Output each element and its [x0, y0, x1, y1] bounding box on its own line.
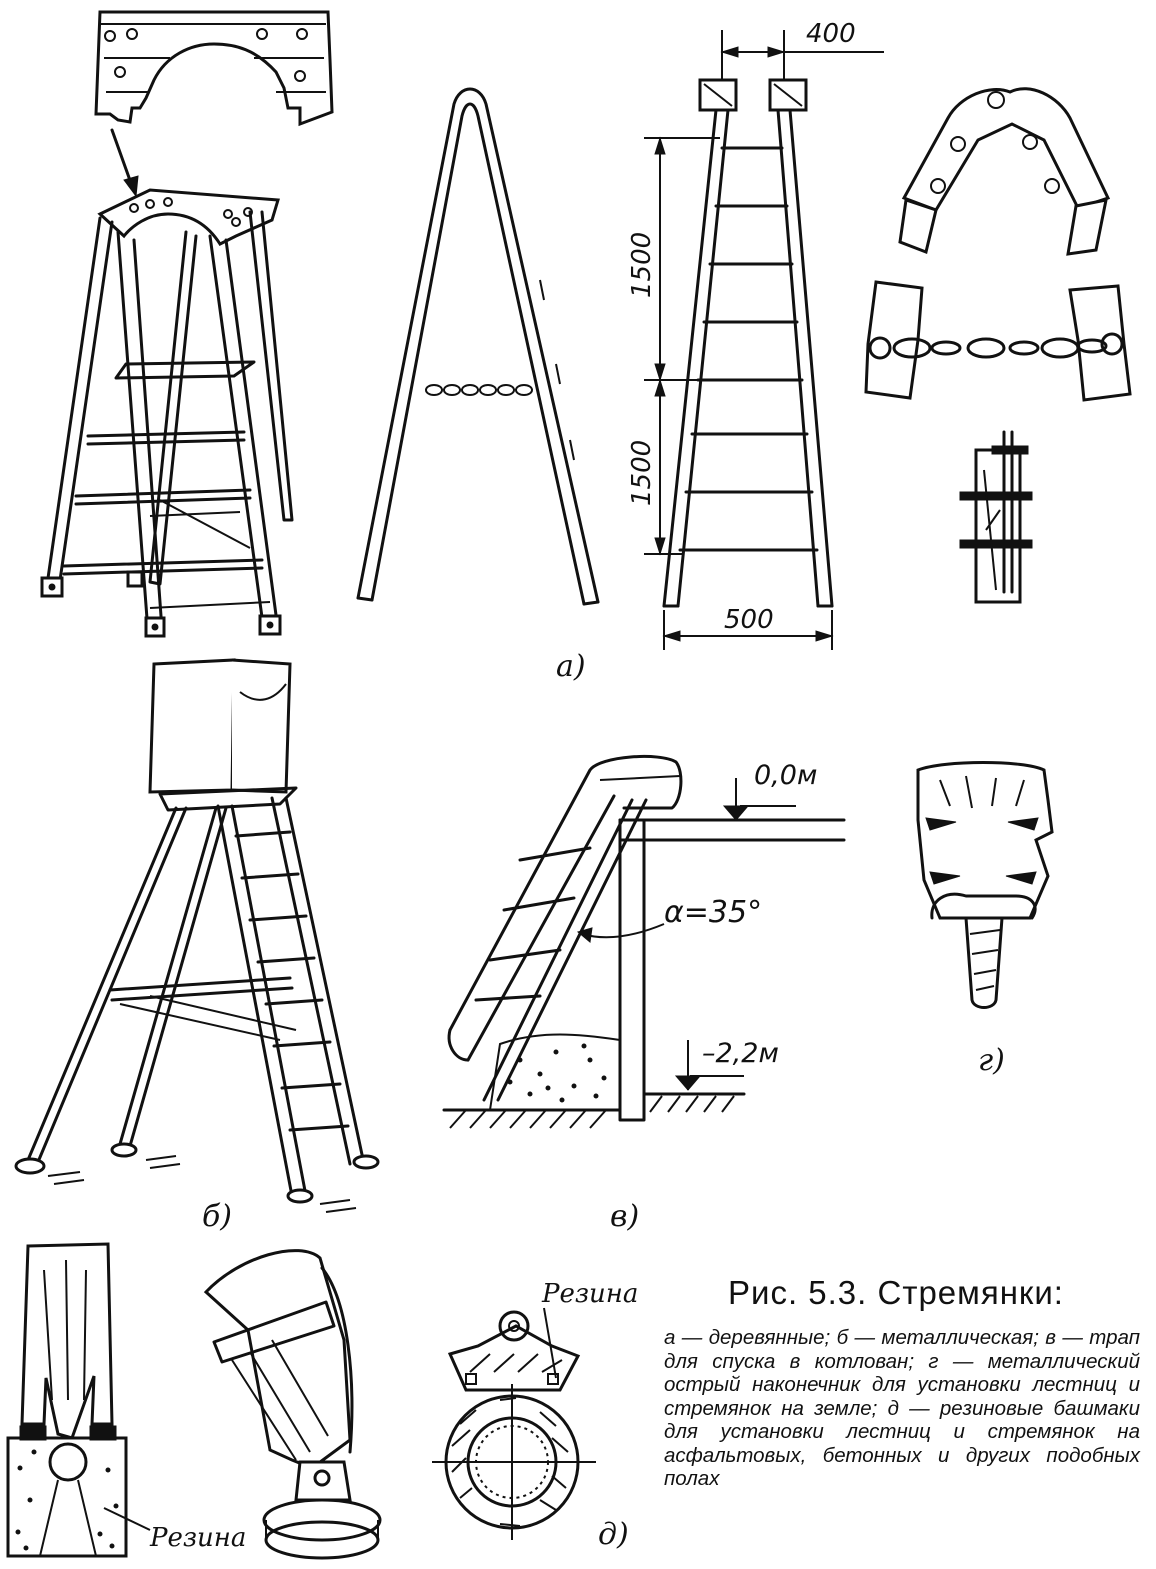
figure-description: а — деревянные; б — металлическая; в — т…	[664, 1326, 1140, 1490]
ladder-front-view	[644, 30, 884, 650]
panel-label-a: а)	[556, 649, 586, 684]
rubber-shoes	[6, 1242, 596, 1560]
dimension-bottom-width: 500	[724, 605, 774, 635]
rubber-label-right: Резина	[541, 1279, 638, 1309]
wooden-stepladder-perspective	[40, 10, 334, 638]
panel-label-d: д)	[598, 1517, 629, 1552]
dimension-section-upper: 1500	[627, 232, 657, 298]
a-frame-side-view	[356, 87, 600, 606]
metal-stepladder	[14, 658, 380, 1213]
level-bottom: –2,2м	[702, 1038, 779, 1069]
hinge-and-chain-details	[864, 87, 1132, 604]
pit-ramp	[442, 754, 846, 1129]
dimension-section-lower: 1500	[627, 440, 657, 506]
level-top: 0,0м	[754, 760, 817, 791]
metal-pointed-tip	[916, 761, 1054, 1009]
rubber-label-left: Резина	[149, 1523, 246, 1553]
dimension-top-width: 400	[806, 19, 856, 49]
figure-title: Рис. 5.3. Стремянки:	[728, 1274, 1064, 1311]
panel-label-v: в)	[610, 1199, 639, 1234]
panel-label-b: б)	[202, 1199, 232, 1234]
ramp-angle: α=35°	[664, 895, 762, 930]
panel-label-g: г)	[978, 1043, 1005, 1078]
